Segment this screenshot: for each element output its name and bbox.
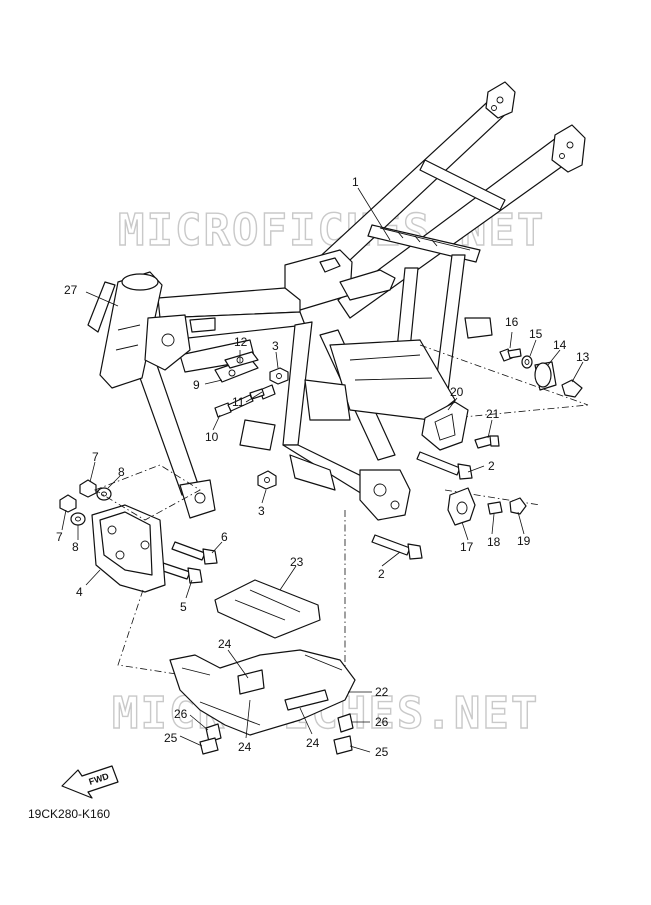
washer-8-a	[96, 487, 112, 501]
callout-10: 10	[205, 430, 219, 444]
callout-7-a: 7	[92, 450, 99, 464]
callout-12: 12	[234, 335, 248, 349]
guide-line-left	[94, 464, 201, 521]
bolt-11	[249, 384, 276, 400]
washer-15	[521, 355, 533, 369]
bolt-2-lower	[371, 534, 423, 560]
bolt-2-upper	[416, 451, 473, 480]
callout-8-b: 8	[72, 540, 79, 554]
callout-6: 6	[221, 530, 228, 544]
bolt-25-left	[199, 737, 219, 755]
callout-13: 13	[576, 350, 590, 364]
engine-bracket-4	[91, 504, 166, 593]
nut-7-b	[59, 494, 77, 513]
bolt-21	[474, 435, 500, 449]
leader-lines	[61, 187, 584, 753]
callout-3-upper: 3	[272, 339, 279, 353]
collar-26-left	[205, 723, 222, 743]
callout-27: 27	[64, 283, 78, 297]
skid-cover-23	[214, 579, 321, 639]
bolt-10	[214, 394, 254, 418]
plate-20	[421, 401, 469, 451]
pad-24-a	[237, 669, 265, 695]
bolt-25-right	[333, 735, 353, 755]
diagram-code: 19CK280-K160	[28, 807, 110, 821]
callout-4: 4	[76, 585, 83, 599]
nut-3-lower	[257, 470, 277, 490]
washer-8-b	[70, 512, 86, 526]
bolt-16	[499, 348, 522, 362]
callout-16: 16	[505, 315, 519, 329]
callout-21: 21	[486, 407, 500, 421]
nut-7-a	[79, 479, 97, 498]
callout-5: 5	[180, 600, 187, 614]
bolt-6	[171, 541, 218, 565]
callout-20: 20	[450, 385, 464, 399]
main-frame	[99, 81, 586, 521]
collar-14	[534, 361, 557, 391]
callout-15: 15	[529, 327, 543, 341]
callout-24-c: 24	[306, 736, 320, 750]
callout-11: 11	[232, 395, 245, 409]
callout-7-b: 7	[56, 530, 63, 544]
nut-3-upper	[269, 367, 289, 385]
callout-3-lower: 3	[258, 504, 265, 518]
pad-24-b	[284, 689, 329, 711]
callout-24-a: 24	[218, 637, 232, 651]
callout-26-left: 26	[174, 707, 188, 721]
callout-18: 18	[487, 535, 501, 549]
callout-24-b: 24	[238, 740, 252, 754]
bushing-17	[447, 487, 476, 526]
callout-19: 19	[517, 534, 531, 548]
callout-9: 9	[193, 378, 200, 392]
callout-25-right: 25	[375, 745, 389, 759]
guide-line-right	[419, 344, 589, 421]
callout-8-a: 8	[118, 465, 125, 479]
callout-1: 1	[352, 175, 359, 189]
callout-14: 14	[553, 338, 567, 352]
callout-22: 22	[375, 685, 389, 699]
callout-23: 23	[290, 555, 304, 569]
decal-27	[87, 281, 116, 333]
bolt-19	[509, 497, 527, 515]
collar-18	[487, 501, 503, 515]
callout-17: 17	[460, 540, 474, 554]
callout-labels: 1 2 2 3 3 4 5 6 7 7 8 8 9 10 11 12 13 14…	[56, 175, 590, 759]
callout-25-left: 25	[164, 731, 178, 745]
callout-26-right: 26	[375, 715, 389, 729]
bolt-13	[561, 379, 583, 398]
callout-2-upper: 2	[488, 459, 495, 473]
fwd-arrow-icon: FWD	[61, 765, 119, 799]
callout-2-lower: 2	[378, 567, 385, 581]
skid-plate-22	[169, 649, 356, 736]
collar-26-right	[337, 713, 354, 733]
